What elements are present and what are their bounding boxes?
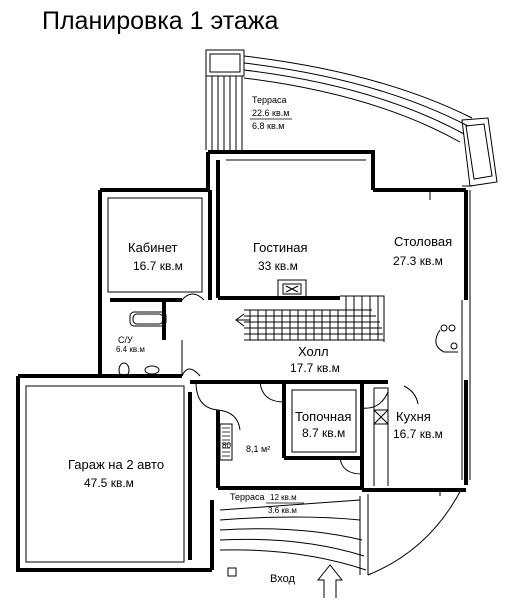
office-name: Кабинет — [128, 240, 177, 255]
walls — [16, 150, 471, 572]
kitchen-area: 16.7 кв.м — [393, 427, 443, 441]
closet-mark: 80 — [222, 441, 231, 450]
vestibule-area: 8,1 м² — [246, 444, 270, 454]
office-area: 16.7 кв.м — [133, 259, 183, 273]
terrace-bottom-name: Терраса — [230, 492, 265, 502]
entrance-label: Вход — [270, 573, 295, 585]
doors — [181, 190, 431, 475]
bathroom-fixtures — [118, 311, 167, 378]
closet — [219, 423, 233, 461]
wc-name: С/У — [118, 335, 133, 345]
entrance-arrow-icon — [316, 564, 344, 598]
room-labels: Терраса 22.6 кв.м 6.8 кв.м Кабинет 16.7 … — [68, 95, 452, 585]
kitchen-name: Кухня — [396, 409, 431, 424]
dining-name: Столовая — [394, 234, 452, 249]
dining-area: 27.3 кв.м — [393, 254, 443, 268]
living-area: 33 кв.м — [258, 259, 298, 273]
garage-name: Гараж на 2 авто — [68, 457, 164, 472]
terrace-top-name: Терраса — [252, 95, 287, 105]
terrace-top-area: 22.6 кв.м — [252, 108, 289, 118]
terrace-top-structure — [205, 49, 498, 187]
terrace-bottom-structure — [219, 487, 463, 577]
garage-area: 47.5 кв.м — [84, 476, 134, 490]
boiler-name: Топочная — [295, 409, 351, 424]
terrace-bottom-area: 12 кв.м — [270, 493, 297, 502]
living-name: Гостиная — [253, 240, 308, 255]
plan-title: Планировка 1 этажа — [42, 7, 279, 35]
hall-area: 17.7 кв.м — [290, 361, 340, 375]
boiler-area: 8.7 кв.м — [302, 426, 345, 440]
dining-furniture — [435, 324, 458, 353]
fireplace — [277, 279, 307, 299]
wc-area: 6.4 кв.м — [116, 345, 145, 354]
kitchen-counter — [373, 385, 419, 486]
staircase — [235, 295, 385, 342]
terrace-bottom-area2: 3.6 кв.м — [268, 506, 297, 515]
wall-outlines — [25, 159, 366, 563]
hall-name: Холл — [298, 344, 329, 359]
terrace-top-area2: 6.8 кв.м — [252, 121, 284, 131]
